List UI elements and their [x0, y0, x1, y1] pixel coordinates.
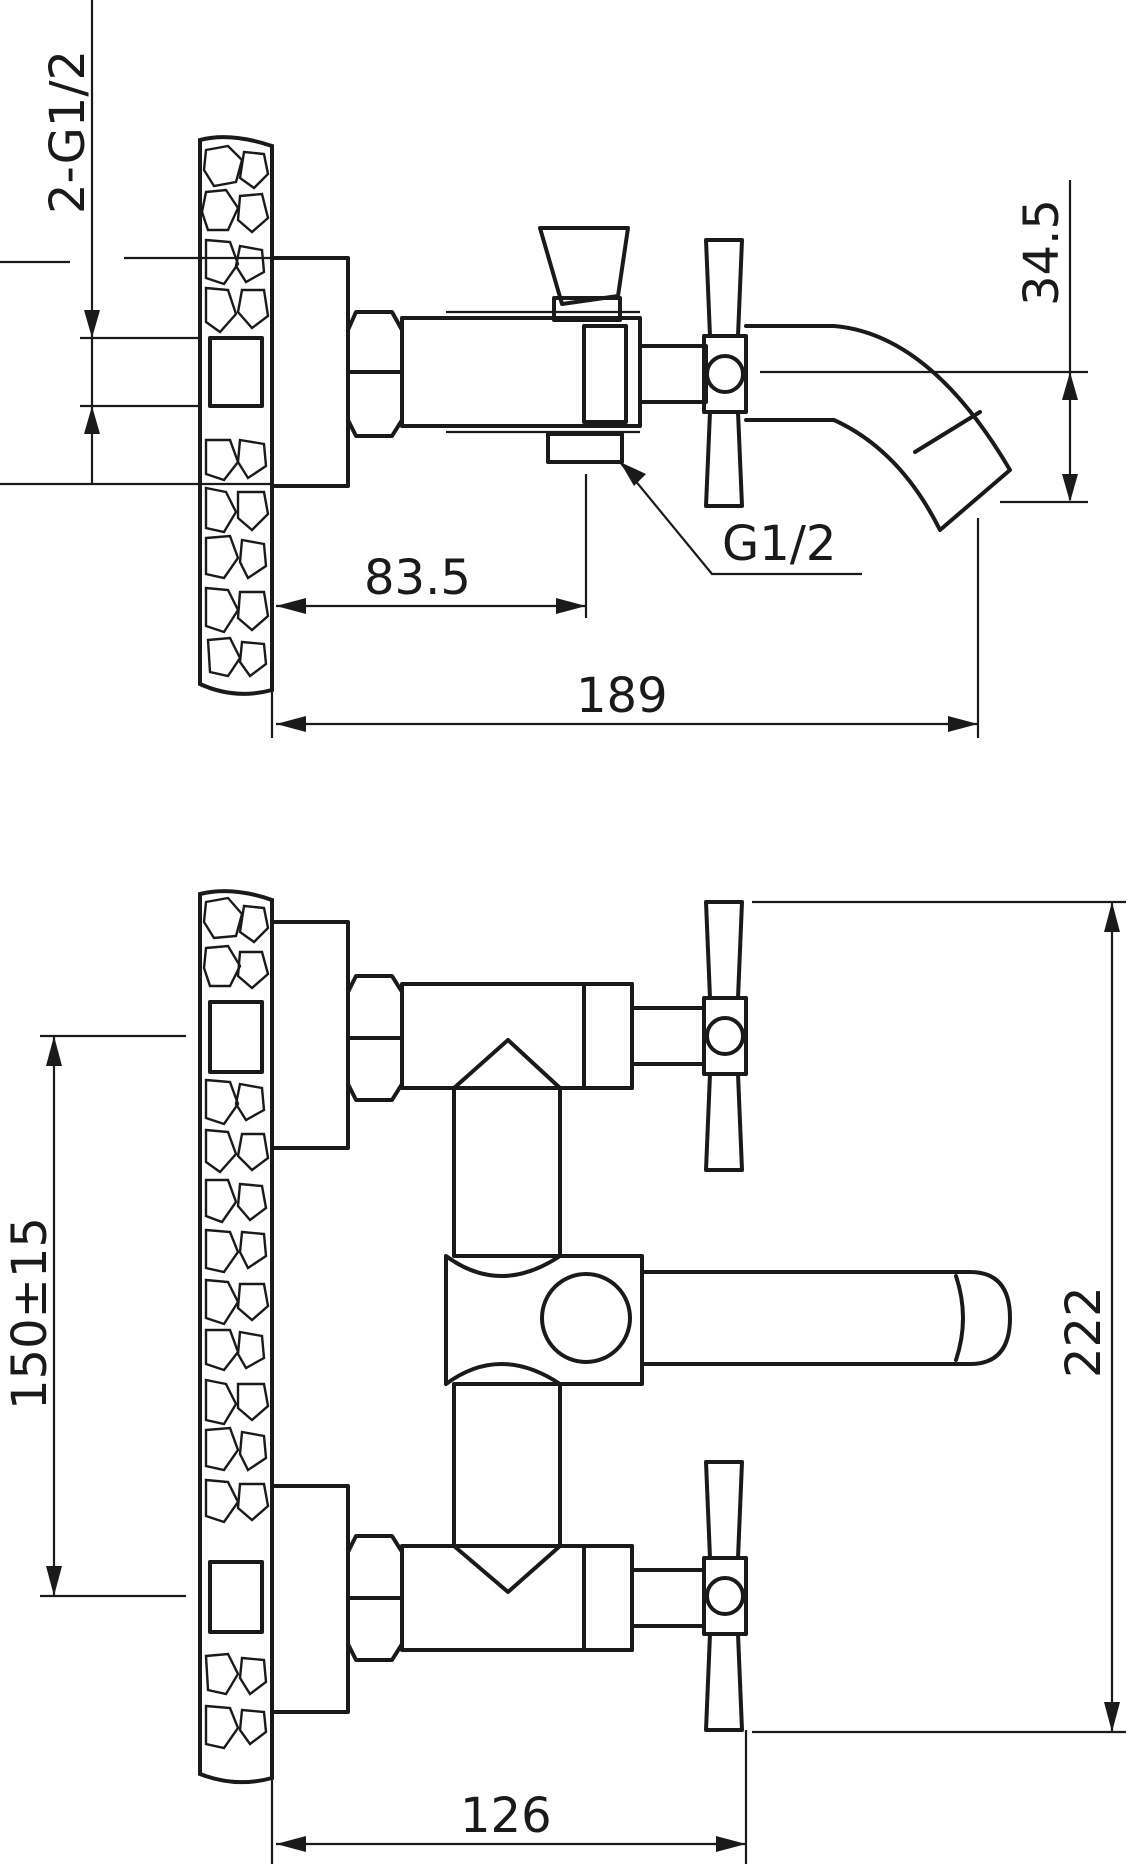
front-wall	[198, 889, 274, 1785]
side-spout	[744, 324, 1012, 532]
side-wall	[198, 135, 274, 696]
dim-wall-to-spout-label: 189	[576, 668, 668, 724]
side-view: 2-G1/2 34.5 G1/2 83.5	[0, 0, 1088, 738]
dim-spout-drop-label: 34.5	[1014, 199, 1070, 306]
dim-wall-to-diverter-label: 83.5	[364, 550, 471, 606]
front-spout	[640, 1270, 1012, 1366]
front-lower-handle	[702, 1460, 748, 1732]
dim-inlets-label: 2-G1/2	[40, 50, 96, 214]
dim-center-distance-label: 150±15	[2, 1217, 58, 1410]
dim-spout-drop: 34.5	[760, 180, 1088, 504]
dim-diverter-thread: G1/2	[619, 461, 862, 576]
front-lower-plate	[270, 1484, 350, 1714]
side-handle	[702, 238, 748, 508]
dim-total-height: 222	[752, 900, 1126, 1734]
front-lower-arm	[346, 1534, 706, 1662]
dim-wall-to-diverter: 83.5	[276, 474, 588, 618]
front-upper-handle	[702, 900, 748, 1172]
dim-diverter-thread-label: G1/2	[722, 516, 836, 572]
dim-total-height-label: 222	[1056, 1286, 1112, 1378]
dim-wall-to-spout: 189	[270, 518, 980, 738]
dim-projection: 126	[270, 1730, 748, 1864]
side-mixer-body	[270, 226, 708, 488]
dim-inlets: 2-G1/2	[0, 0, 272, 486]
dim-projection-label: 126	[460, 1788, 552, 1844]
front-view: 150±15 222 126	[2, 889, 1126, 1864]
front-upper-plate	[270, 920, 350, 1150]
front-center-column	[444, 1038, 644, 1594]
front-upper-arm	[346, 974, 706, 1102]
dim-center-distance: 150±15	[2, 1034, 186, 1598]
